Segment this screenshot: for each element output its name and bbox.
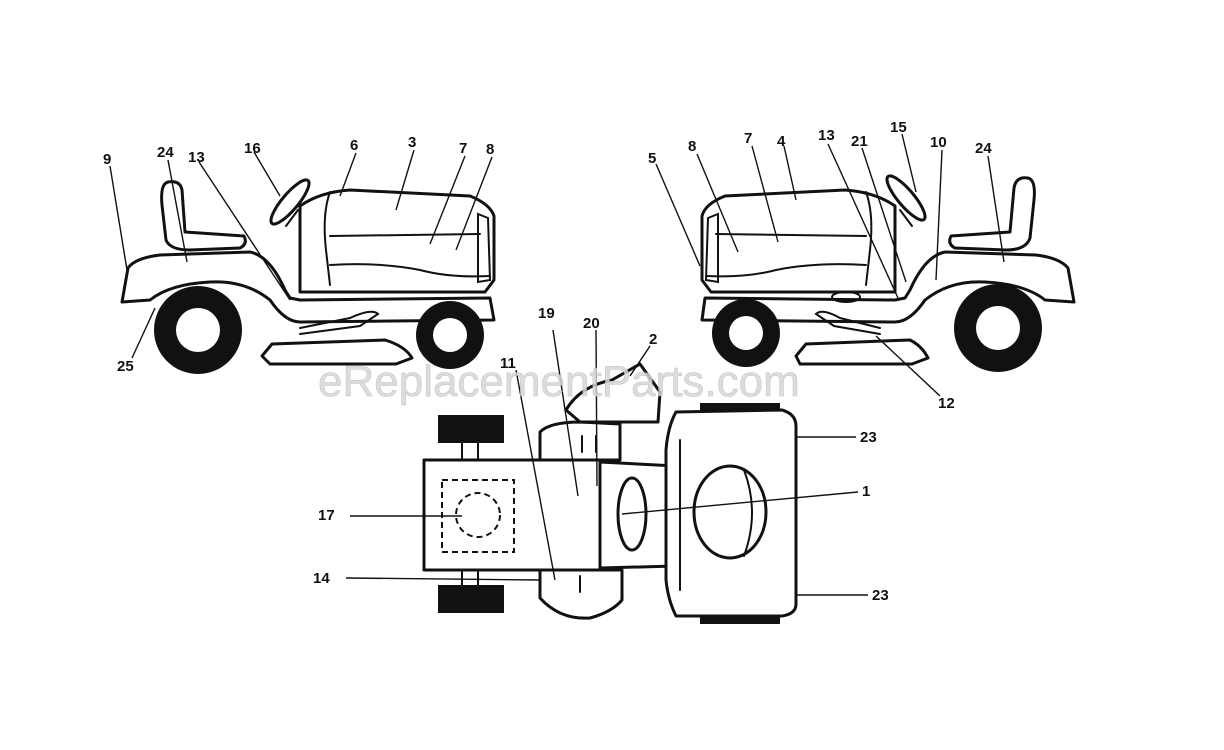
callout-11-top: 11 [500,355,516,372]
callout-3-left: 3 [408,134,416,151]
right-steering-column [899,209,913,227]
callout-9-left: 9 [103,151,111,168]
top-front-tire-lower [700,616,780,624]
right-steering-wheel [885,174,927,222]
top-rear-tire-upper [438,415,504,443]
top-rear-tire-lower [438,585,504,613]
top-fender-lower [538,568,624,620]
callout-4-right: 4 [777,133,786,150]
left-rear-hub [176,308,220,352]
left-hood-line [329,233,481,237]
callout-8-right: 8 [688,138,696,155]
callout-13-left: 13 [188,149,205,166]
callout-8-left: 8 [486,141,494,158]
callout-2-top: 2 [649,331,657,348]
left-steering-wheel [269,178,311,226]
right-hood-line [715,233,867,237]
left-hood [298,188,496,294]
right-grille [704,212,719,284]
left-hood-panel [323,191,331,286]
callout-24-right: 24 [975,140,992,157]
callout-7-right: 7 [744,130,752,147]
callout-16-left: 16 [244,140,261,157]
callout-13-right: 13 [818,127,835,144]
callout-21-right: 21 [851,133,868,150]
top-fender-upper [538,420,622,462]
left-steering-column [285,209,299,227]
callout-20-top: 20 [583,315,600,332]
callout-15-right: 15 [890,119,907,136]
right-fender [700,250,1076,324]
right-front-hub [729,316,763,350]
top-view: 19 20 2 11 23 1 17 14 23 [313,305,889,624]
callout-10-right: 10 [930,134,947,151]
top-steering [616,476,648,552]
top-fuel-cap [455,492,501,538]
callout-5-right: 5 [648,150,656,167]
left-deck [260,338,414,366]
left-seat [160,180,247,252]
callout-12-right: 12 [938,395,955,412]
callout-24-left: 24 [157,144,174,161]
top-front-tire-upper [700,403,780,411]
right-side-view: 5 8 7 4 13 15 21 10 24 12 [648,119,1076,412]
right-pedal [814,310,881,335]
right-seat [948,176,1036,252]
left-hood-swoop [329,263,491,278]
left-grille [477,212,492,284]
right-hood-panel [865,191,873,286]
callout-7-left: 7 [459,140,467,157]
top-rear-body [422,458,611,572]
left-front-hub [433,318,467,352]
right-lever [831,291,861,303]
left-pedal [299,310,380,335]
callout-1-top: 1 [862,483,870,500]
callout-23-top-lower: 23 [872,587,889,604]
right-hood-swoop [705,263,867,278]
callout-23-top-upper: 23 [860,429,877,446]
callout-25-left: 25 [117,358,134,375]
left-side-view: 9 24 13 16 6 3 7 8 25 [103,134,496,375]
left-fender [120,250,496,324]
callout-19-top: 19 [538,305,555,322]
callout-14-top: 14 [313,570,330,587]
callout-6-left: 6 [350,137,358,154]
right-deck [794,338,930,366]
watermark: eReplacementParts.com [318,357,800,406]
top-discharge-chute [564,362,662,424]
right-rear-hub [976,306,1020,350]
callout-17-top: 17 [318,507,335,524]
top-headlight [692,464,768,560]
